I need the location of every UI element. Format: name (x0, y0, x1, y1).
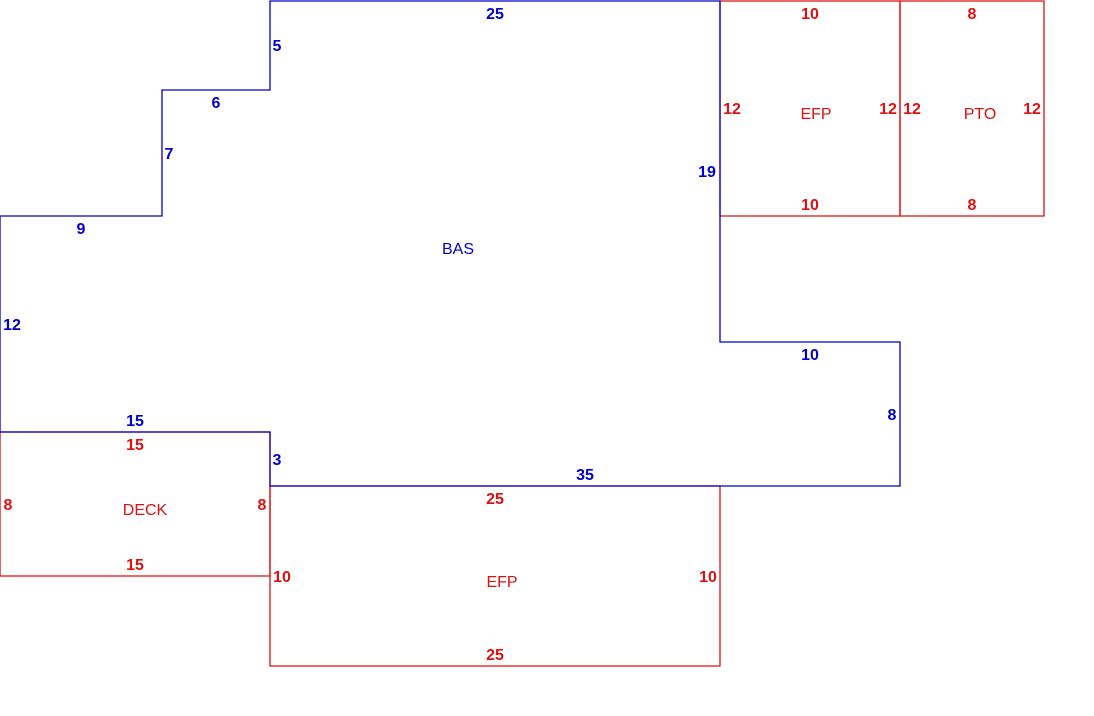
efp-bottom-area-label: EFP (486, 574, 517, 591)
efp-bottom-dim-top: 25 (486, 491, 504, 508)
efp-bottom-dim-right: 10 (699, 569, 717, 586)
efp-right-dim-right: 12 (879, 101, 897, 118)
bas-labels: BAS 25 5 6 7 9 12 15 3 35 8 10 19 (3, 6, 896, 484)
efp-bottom-dim-bottom: 25 (486, 647, 504, 664)
pto-dim-right: 12 (1023, 101, 1041, 118)
bas-dim-bottom-left: 15 (126, 413, 144, 430)
efp-right-dim-bottom: 10 (801, 197, 819, 214)
deck-dim-bottom: 15 (126, 557, 144, 574)
deck-labels: DECK 15 8 8 15 (4, 437, 267, 574)
bas-dim-bump-horizontal: 10 (801, 347, 819, 364)
efp-right-dim-left: 12 (723, 101, 741, 118)
efp-bottom-labels: EFP 25 10 10 25 (273, 491, 717, 664)
pto-area-label: PTO (964, 106, 997, 123)
efp-right-dim-top: 10 (801, 6, 819, 23)
bas-dim-left-horizontal: 9 (77, 221, 86, 238)
efp-right-area-label: EFP (800, 106, 831, 123)
deck-dim-top: 15 (126, 437, 144, 454)
pto-labels: PTO 8 12 12 8 (903, 6, 1041, 214)
bas-outline (0, 0, 901, 487)
bas-dim-left-vertical: 12 (3, 317, 21, 334)
bas-area-label: BAS (442, 241, 474, 258)
bas-dim-notch-vertical: 5 (273, 38, 282, 55)
pto-dim-left: 12 (903, 101, 921, 118)
deck-dim-left: 8 (4, 497, 13, 514)
bas-dim-inner-vertical: 3 (273, 452, 282, 469)
pto-outline (899, 0, 1045, 217)
bas-dim-step-horizontal: 6 (212, 95, 221, 112)
efp-right-labels: EFP 10 12 12 10 (723, 6, 897, 214)
pto-dim-top: 8 (968, 6, 977, 23)
bas-dim-bottom: 35 (576, 467, 594, 484)
pto-dim-bottom: 8 (968, 197, 977, 214)
efp-bottom-dim-left: 10 (273, 569, 291, 586)
deck-area-label: DECK (123, 502, 168, 519)
deck-dim-right: 8 (258, 497, 267, 514)
bas-dim-right-vertical: 19 (698, 164, 716, 181)
bas-dim-bump-vertical: 8 (888, 407, 897, 424)
bas-dim-top: 25 (486, 6, 504, 23)
bas-dim-step-vertical: 7 (165, 146, 174, 163)
